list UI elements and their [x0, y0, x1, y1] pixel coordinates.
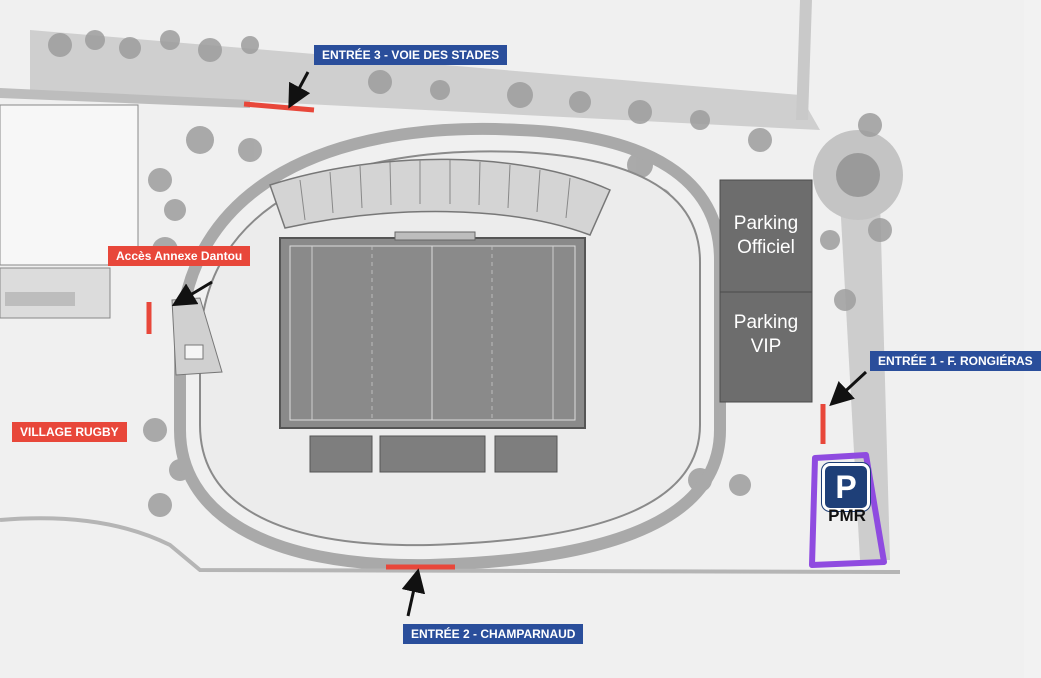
village-stalls — [5, 292, 75, 306]
main-stand-rows — [299, 160, 571, 221]
main-stand — [269, 158, 611, 236]
roundabout-center — [836, 153, 880, 197]
pmr-label: PMR — [828, 506, 866, 525]
entree1-arrow-icon — [829, 370, 868, 407]
entree2-label: ENTRÉE 2 - CHAMPARNAUD — [403, 624, 584, 644]
parking-officiel-label: Parking Officiel — [733, 213, 799, 258]
south-stand-2 — [379, 435, 486, 473]
entree2-arrow-icon — [401, 568, 426, 617]
south-stand-1 — [309, 435, 373, 473]
parking-vip-block — [719, 291, 813, 403]
parking-sign-icon: P — [822, 463, 870, 511]
entree3-arrow-icon — [288, 71, 311, 109]
village-rugby-label: VILLAGE RUGBY — [12, 422, 127, 442]
entree3-label: ENTRÉE 3 - VOIE DES STADES — [314, 45, 508, 65]
left-building — [0, 104, 139, 266]
dantou-arrow-icon — [171, 280, 213, 307]
entree1-label: ENTRÉE 1 - F. RONGIÉRAS — [870, 351, 1041, 371]
parking-vip-label: Parking VIP — [733, 312, 799, 357]
road-rongieras — [840, 200, 890, 560]
entree3-marker — [243, 101, 315, 113]
road-north — [796, 0, 812, 120]
south-stand-3 — [494, 435, 558, 473]
acces-annexe-dantou-label: Accès Annexe Dantou — [108, 246, 251, 266]
parking-officiel-block — [719, 179, 813, 293]
south-path — [0, 516, 901, 574]
players-tunnel — [394, 231, 476, 241]
road-voie-des-stades — [30, 30, 820, 130]
road-secondary — [0, 88, 250, 108]
pmr-zone-outline — [809, 452, 887, 568]
